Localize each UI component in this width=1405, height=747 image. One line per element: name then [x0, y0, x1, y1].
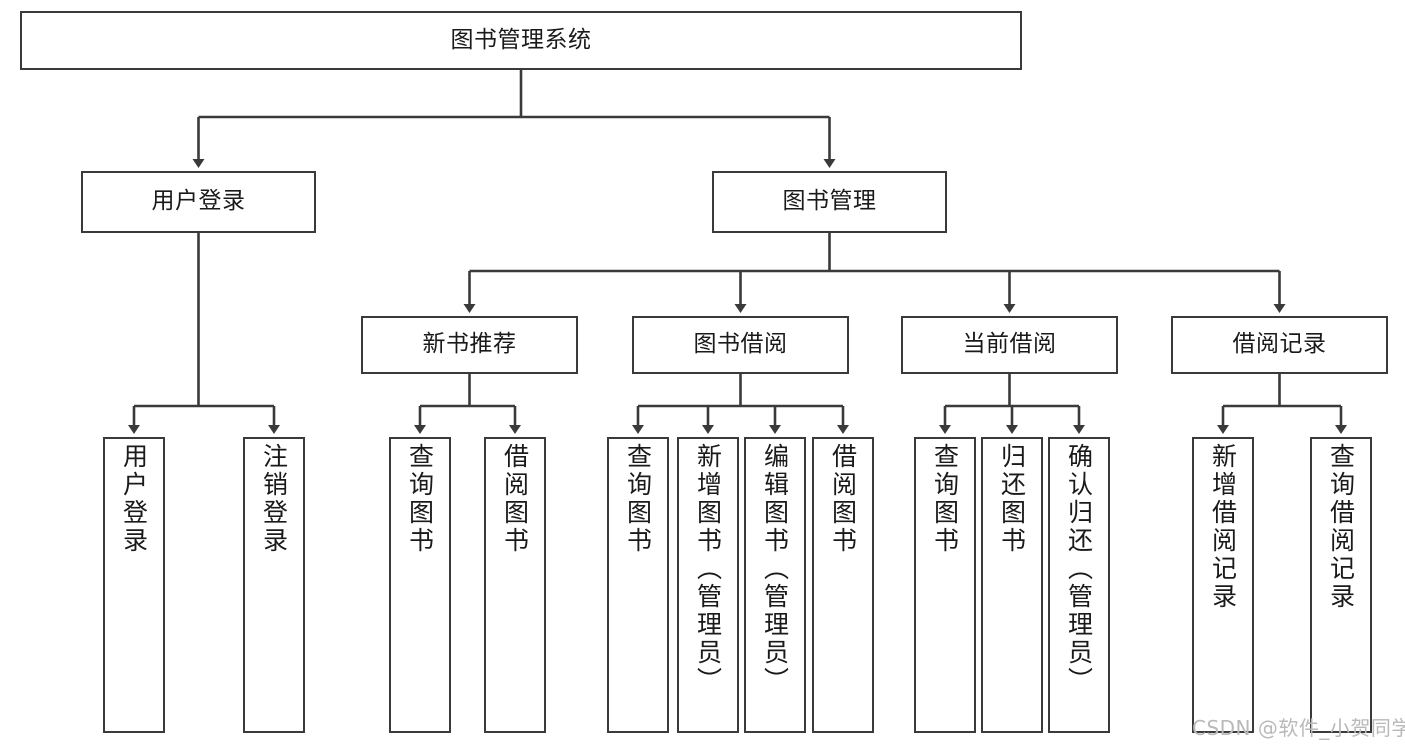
node-borrow-record[interactable]: 借阅记录 — [1171, 316, 1388, 374]
node-book-borrow[interactable]: 图书借阅 — [632, 316, 849, 374]
node-current-borrow[interactable]: 当前借阅 — [901, 316, 1118, 374]
node-label: 借阅图书 — [500, 443, 530, 555]
node-label: 图书借阅 — [693, 331, 788, 358]
node-leaf-add-book[interactable]: 新增图书（管理员） — [677, 437, 739, 733]
node-leaf-query-book-3[interactable]: 查询图书 — [914, 437, 976, 733]
node-label: 确认归还（管理员） — [1064, 443, 1094, 695]
node-user-login[interactable]: 用户登录 — [81, 171, 316, 233]
node-leaf-logout[interactable]: 注销登录 — [243, 437, 305, 733]
node-leaf-borrow-book-2[interactable]: 借阅图书 — [812, 437, 874, 733]
node-label: 归还图书 — [997, 443, 1027, 555]
node-label: 编辑图书（管理员） — [760, 443, 790, 695]
node-label: 查询图书 — [405, 443, 435, 555]
node-leaf-add-record[interactable]: 新增借阅记录 — [1192, 437, 1254, 733]
node-leaf-query-record[interactable]: 查询借阅记录 — [1310, 437, 1372, 733]
node-label: 新增借阅记录 — [1208, 443, 1238, 611]
node-label: 借阅图书 — [828, 443, 858, 555]
node-label: 新书推荐 — [422, 331, 517, 358]
node-label: 查询借阅记录 — [1326, 443, 1356, 611]
node-new-book-recommend[interactable]: 新书推荐 — [361, 316, 578, 374]
node-leaf-user-login[interactable]: 用户登录 — [103, 437, 165, 733]
node-label: 注销登录 — [259, 443, 289, 555]
node-leaf-confirm-return[interactable]: 确认归还（管理员） — [1048, 437, 1110, 733]
node-label: 借阅记录 — [1232, 331, 1327, 358]
node-leaf-query-book-1[interactable]: 查询图书 — [389, 437, 451, 733]
node-book-manage[interactable]: 图书管理 — [712, 171, 947, 233]
node-label: 查询图书 — [623, 443, 653, 555]
node-leaf-query-book-2[interactable]: 查询图书 — [607, 437, 669, 733]
node-label: 图书管理系统 — [450, 26, 592, 53]
watermark: CSDN @软件_小贺同学 — [1192, 716, 1405, 740]
node-leaf-edit-book[interactable]: 编辑图书（管理员） — [744, 437, 806, 733]
node-leaf-return-book[interactable]: 归还图书 — [981, 437, 1043, 733]
node-label: 图书管理 — [782, 188, 877, 215]
node-label: 新增图书（管理员） — [693, 443, 723, 695]
node-label: 用户登录 — [151, 188, 246, 215]
node-label: 用户登录 — [119, 443, 149, 555]
node-label: 当前借阅 — [962, 331, 1057, 358]
node-label: 查询图书 — [930, 443, 960, 555]
node-root[interactable]: 图书管理系统 — [20, 11, 1022, 70]
node-leaf-borrow-book-1[interactable]: 借阅图书 — [484, 437, 546, 733]
